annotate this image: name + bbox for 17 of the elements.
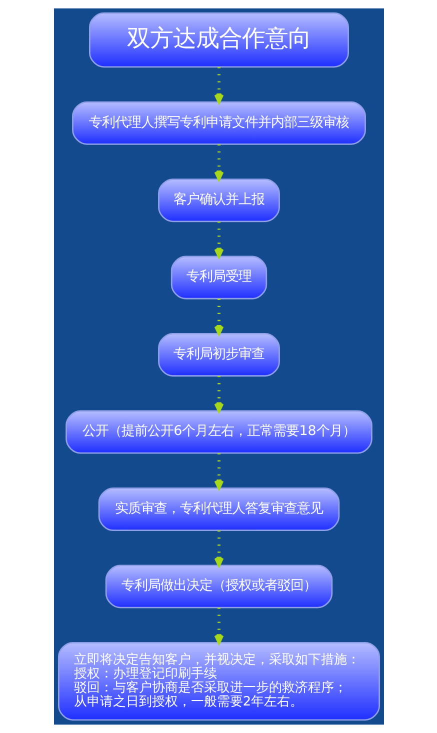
arrow [214, 608, 224, 644]
node-box: 双方达成合作意向 [88, 12, 349, 68]
node-box: 专利局受理 [170, 256, 267, 300]
node-box: 客户确认并上报 [158, 178, 280, 222]
node-box: 专利代理人撰写专利申请文件并内部三级审核 [72, 101, 366, 145]
node-box: 实质审查，专利代理人答复审查意见 [98, 488, 340, 532]
node-box: 专利局做出决定（授权或者驳回） [104, 564, 332, 608]
arrow [214, 530, 224, 567]
arrow [214, 376, 224, 412]
arrow [214, 453, 224, 490]
arrow [214, 144, 224, 180]
node-box: 公开（提前公开6个月左右，正常需要18个月） [65, 410, 372, 454]
arrow [214, 67, 224, 104]
node-box: 专利局初步审查 [158, 333, 280, 377]
arrow [214, 222, 224, 258]
arrow [214, 298, 224, 335]
node-box: 立即将决定告知客户，并视决定，采取如下措施： 授权：办理登记印刷手续 驳回：与客户协商是否采取进一步的救济程序； 从申请之日到授权，一般需要2年左右。 [57, 642, 380, 721]
